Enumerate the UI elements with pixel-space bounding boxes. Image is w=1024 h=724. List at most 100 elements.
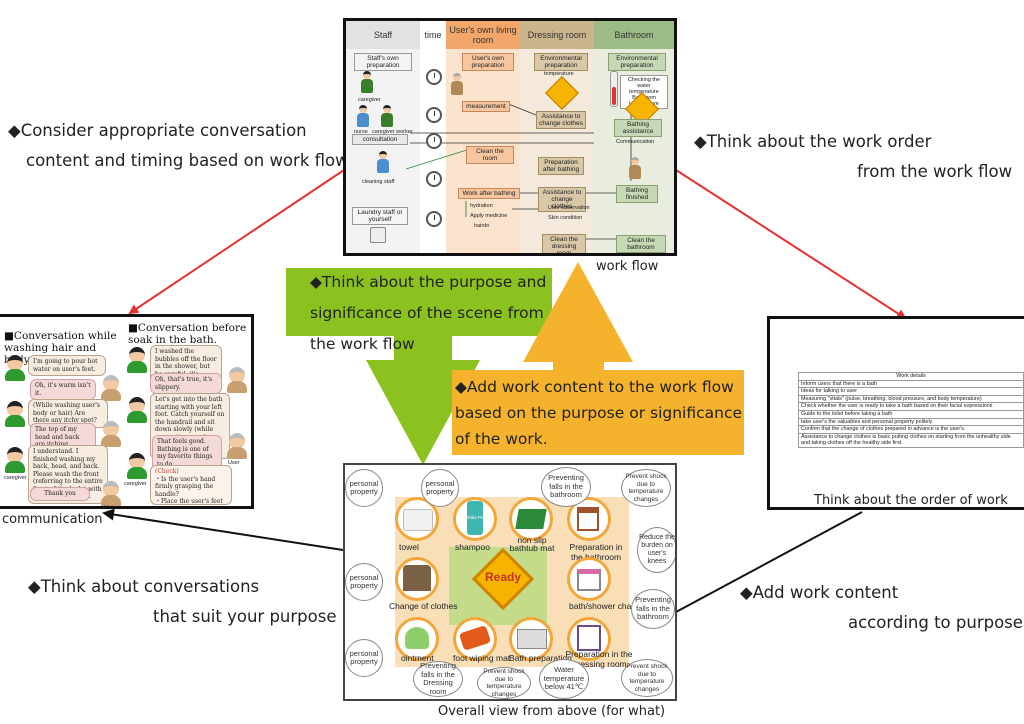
mat-label-text: non slip bathtub mat [509, 535, 555, 553]
clean-room-box: Clean the room [466, 146, 514, 164]
chair-label: bath/shower chair [569, 601, 637, 611]
user-avatar [100, 481, 122, 506]
washing-machine-icon [370, 227, 386, 243]
table-row: Measuring "vitals" (pulse, breathing, bl… [798, 394, 1024, 404]
dressing-prep-circle [567, 617, 611, 661]
bath-panel-icon [517, 629, 547, 649]
caregiver-avatar [126, 453, 148, 479]
caregiver-worker-figure [380, 105, 394, 129]
purpose-circle: Preventing falls in the bathroom [631, 589, 675, 629]
table-row: Confirm that the change of clothes prepa… [798, 425, 1024, 434]
clock-icon [426, 69, 442, 85]
dressing-prep-label: Preparation in the Dressing room [563, 649, 635, 669]
clean-dressing-box: Clean the dressing room [542, 234, 586, 253]
purpose-circle: personal property [345, 563, 383, 601]
conversation-title-2: ■Conversation before soak in the bath. [128, 322, 247, 346]
user-own-prep: User's own preparation [462, 53, 514, 71]
caregiver-role: caregiver [4, 475, 27, 481]
speech-bubble: Oh, it's warm isn't it. [30, 379, 96, 400]
speech-bubble: (While washing user's body or hair) Are … [28, 399, 108, 428]
column-header: Bathroom [594, 21, 674, 49]
prep-after-bathing-box: Preparation after bathing [538, 157, 584, 175]
bath-prep-label: Bath preparation [509, 653, 572, 663]
mat-label: non slip bathtub mat [507, 535, 557, 553]
caregiver-avatar [4, 401, 26, 427]
work-details-table: Work details Inform users that there is … [798, 372, 1024, 448]
annotation-line: content and timing based on work flow [26, 151, 349, 170]
speech-bubble: I'm going to pour hot water on user's fe… [28, 355, 106, 376]
annotation-line: the work flow [310, 335, 415, 353]
speech-bubble: Thank you [30, 487, 90, 501]
caregiver-avatar [126, 347, 148, 373]
annotation-line: significance of the scene from [310, 304, 544, 322]
purpose-circle: Prevent shock due to temperature changes [477, 667, 531, 699]
assist-change-box-2: Assistance to change clothes [538, 187, 586, 212]
prep-bathroom-text: Preparation in the bathroom [569, 542, 623, 562]
annotation-bottom-right: ◆Add work content according to purpose [740, 578, 1023, 638]
annotation-line: of the work. [455, 430, 548, 448]
workflow-caption: work flow [596, 259, 659, 274]
assist-change-box: Assistance to change clothes [536, 111, 586, 129]
communication-caption: communication [2, 512, 103, 527]
column-header: Dressing room [520, 21, 594, 49]
clothes-icon [403, 565, 431, 591]
dressing-env-prep: Environmental preparation [534, 53, 588, 71]
foot-mat-label: foot wiping mat [453, 653, 511, 663]
bathing-user-figure [628, 157, 642, 181]
apply-medicine-label: Apply medicine [470, 213, 508, 219]
caregiver-figure [360, 71, 374, 95]
caregiver-role: caregiver [124, 481, 147, 487]
annotation-line: ◆Add work content [740, 583, 899, 602]
ointment-label: ointment [401, 653, 434, 663]
clock-icon [426, 211, 442, 227]
skin-condition-label: Skin condition [548, 215, 583, 221]
shampoo-label: shampoo [455, 542, 490, 552]
hydration-label: hydration [470, 203, 493, 209]
caregiver-worker-label: caregiver worker [372, 129, 413, 135]
nurse-label: nurse [354, 129, 368, 135]
bath-env-prep: Environmental preparation [608, 53, 666, 71]
annotation-line: according to purpose [848, 613, 1023, 632]
purpose-circle: Prevent shock due to temperature changes [621, 659, 673, 697]
clock-icon [426, 107, 442, 123]
purpose-circle: Reduce the burden on user's knees [637, 527, 675, 573]
clothes-circle [395, 557, 439, 601]
purpose-circle: personal property [345, 639, 383, 677]
shower-chair-icon [577, 569, 601, 591]
user-role: User [228, 460, 240, 466]
user-avatar [226, 367, 248, 393]
red-arrow-right [675, 169, 907, 320]
caregiver-avatar [4, 447, 26, 473]
clock-icon [426, 133, 442, 149]
table-row: Assistance to change clothes is basic pu… [798, 432, 1024, 448]
nurse-figure [356, 105, 370, 129]
measurement-box: measurement [462, 101, 510, 112]
ointment-icon [405, 627, 429, 649]
annotation-top-left: ◆Consider appropriate conversation conte… [8, 116, 349, 176]
check-item: ・Is the user's hand firmly grasping the … [155, 475, 216, 498]
column-header: time [424, 30, 442, 40]
user-figure [450, 73, 464, 97]
bath-chair-icon [577, 507, 599, 531]
user-role: User [104, 505, 116, 509]
annotation-orange: ◆Add work content to the work flow based… [455, 374, 742, 452]
annotation-bottom-left: ◆Think about conversations that suit you… [28, 572, 336, 632]
user-avatar [226, 433, 248, 459]
table-row: Ideas for talking to user [798, 387, 1024, 396]
purpose-circle: personal property [421, 469, 459, 507]
dressing-prep-text: Preparation in the Dressing room [565, 649, 633, 669]
shampoo-bottle-icon [467, 501, 483, 535]
communication-panel: ■Conversation while washing hair and bod… [0, 314, 254, 509]
table-row: Inform users that there is a bath [798, 379, 1024, 389]
thermometer-icon [610, 71, 618, 107]
annotation-line: based on the purpose or significance [455, 404, 743, 422]
clothes-label: Change of clothes [389, 601, 458, 611]
table-row: take user's the valuables and personal p… [798, 417, 1024, 427]
annotation-line: that suit your purpose [153, 607, 337, 626]
laundry-box: Laundry staff or yourself [352, 207, 408, 225]
towel-icon [403, 509, 433, 531]
annotation-line: ◆Think about the purpose and [310, 273, 547, 291]
staff-own-prep: Staff's own preparation [354, 53, 412, 71]
temperature-label: temperature [544, 71, 574, 77]
clock-icon [426, 171, 442, 187]
